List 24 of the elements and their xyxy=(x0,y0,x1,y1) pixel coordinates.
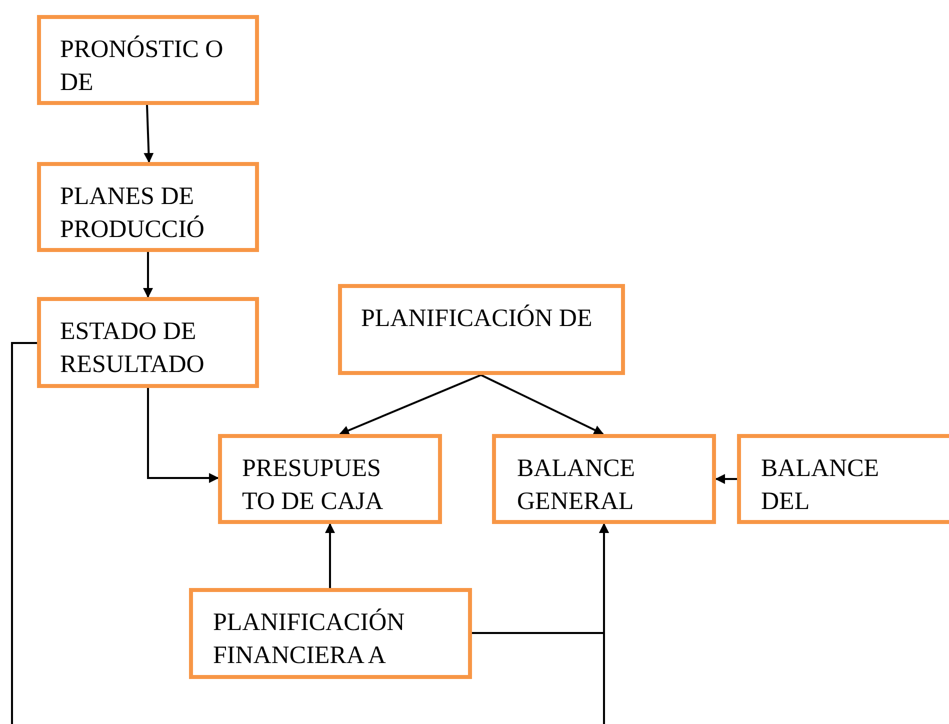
arrow xyxy=(144,104,154,163)
process-box xyxy=(37,15,259,105)
box-label: PLANIFICACIÓN DE xyxy=(361,304,594,334)
box-label: PRESUPUES TO DE CAJA xyxy=(242,454,384,517)
process-box xyxy=(218,434,442,524)
box-label: ESTADO DE RESULTADO xyxy=(60,317,206,380)
arrow xyxy=(147,388,219,483)
arrow xyxy=(599,523,609,724)
process-box xyxy=(338,284,625,375)
box-label: BALANCE DEL xyxy=(761,454,880,517)
arrow xyxy=(339,374,482,436)
process-box xyxy=(37,297,259,388)
process-box xyxy=(37,162,259,252)
box-label: BALANCE GENERAL xyxy=(517,454,636,517)
arrow xyxy=(715,474,737,484)
arrow xyxy=(325,523,335,588)
process-box xyxy=(189,588,472,679)
box-label: PLANIFICACIÓN FINANCIERA A xyxy=(213,608,406,671)
box-label: PRONÓSTIC O DE xyxy=(60,34,224,98)
arrow xyxy=(143,252,153,298)
arrow xyxy=(480,374,604,435)
process-box xyxy=(492,434,716,524)
box-label: PLANES DE PRODUCCIÓ xyxy=(60,182,206,245)
process-box xyxy=(737,434,949,524)
